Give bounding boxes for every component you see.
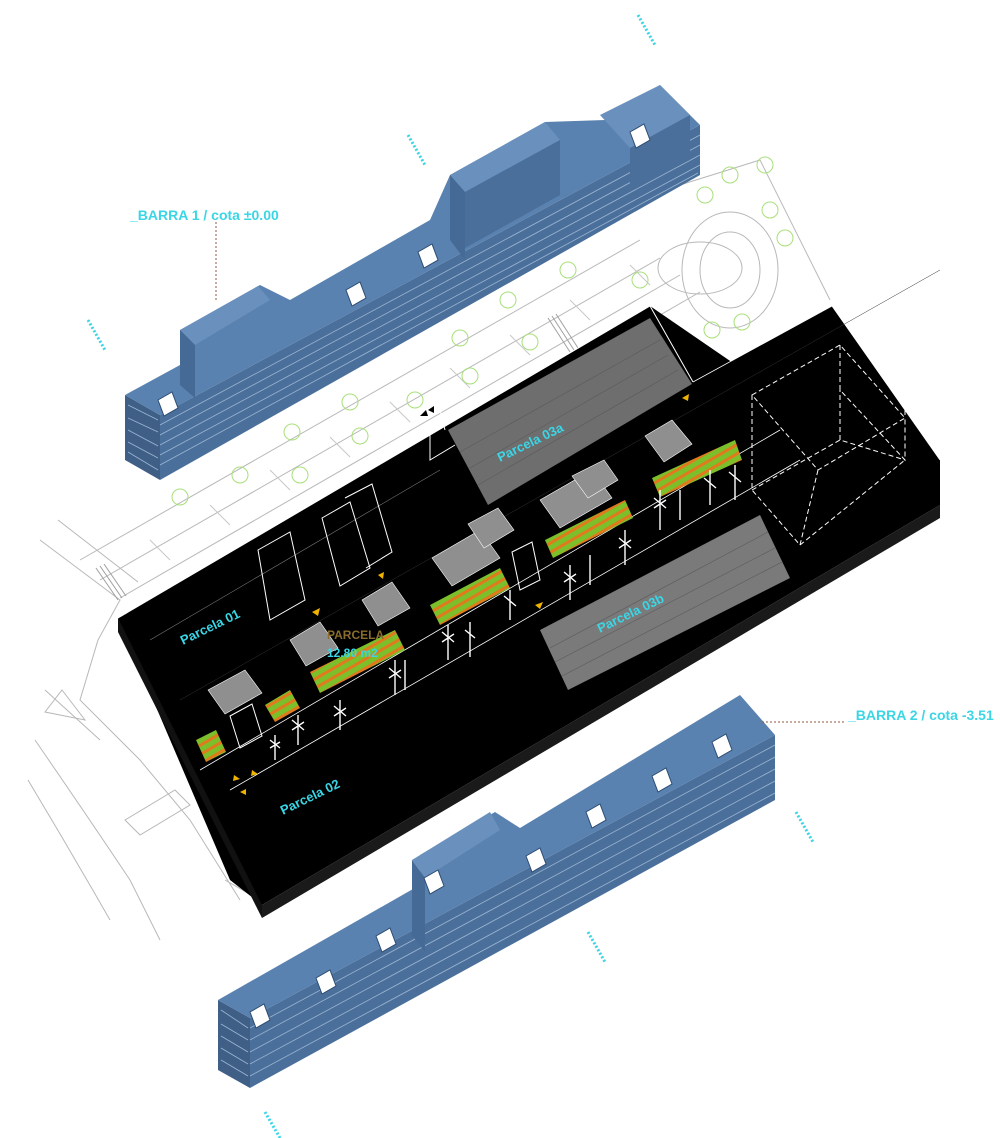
tree-icon [521,333,539,351]
tree-icon [351,427,369,445]
tree-icon [733,313,751,331]
parcela-area: 12.80 m2 [327,646,378,660]
tree-icon [761,201,779,219]
tree-icon [559,261,577,279]
tree-icon [451,329,469,347]
tree-icon [341,393,359,411]
tree-icon [406,391,424,409]
entry-arrow-icon [312,608,320,616]
parcela-title: PARCELA [327,628,384,642]
barra-2-label: _BARRA 2 / cota -3.51 [847,707,994,723]
barra-2-building [218,695,776,1088]
parcela-03b-zone [540,515,790,690]
tree-icon [756,156,774,174]
entry-arrow-icon [378,572,384,579]
pavilions [207,419,693,715]
tree-icon [283,423,301,441]
base-trees [269,465,742,760]
tree-icon [231,466,249,484]
walls [229,409,541,749]
tree-icon [696,186,714,204]
tree-icon [776,229,794,247]
barra-1-label: _BARRA 1 / cota ±0.00 [129,207,279,223]
tree-icon [291,466,309,484]
entry-arrows [233,394,689,795]
site-trees [171,156,794,506]
entry-arrow-icon [240,789,246,795]
dashed-volume-icon [751,329,906,547]
planters [196,440,742,762]
tree-icon [171,488,189,506]
tree-icon [461,367,479,385]
barra-1-building [125,85,701,480]
entry-arrow-icon [233,775,240,781]
leader-lines [215,222,845,723]
parcela-03a-zone [448,318,692,505]
tree-icon [631,271,649,289]
cyan-dashes [86,14,815,1138]
entry-arrow-icon [682,394,689,401]
entry-arrow-icon [251,770,258,776]
entry-arrow-icon [535,602,543,609]
parcela-zones [448,318,790,690]
tree-icon [499,291,517,309]
north-arrow-icon [420,406,434,416]
tree-icon [721,166,739,184]
tree-icon [703,321,721,339]
